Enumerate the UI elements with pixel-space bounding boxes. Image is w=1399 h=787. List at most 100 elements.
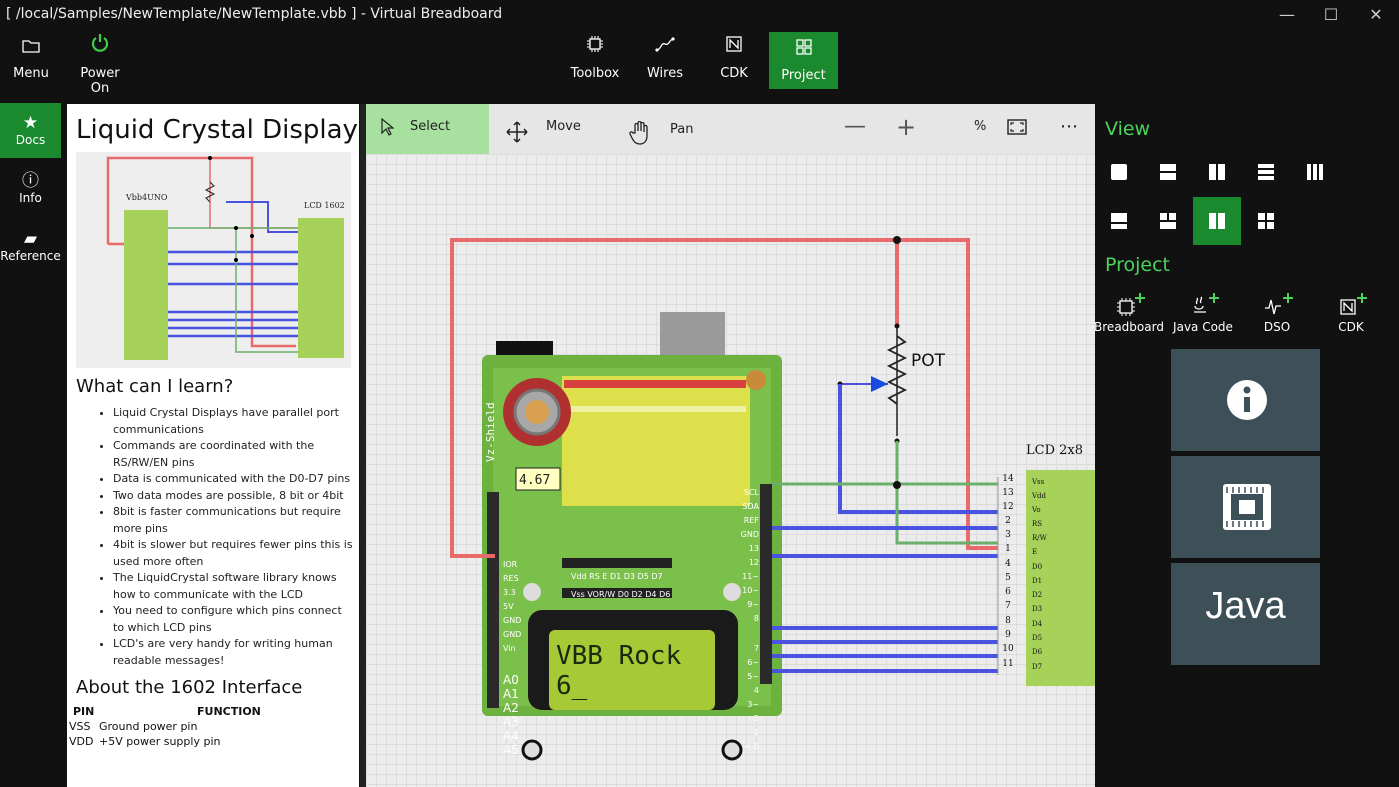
view-layout-columns[interactable]	[1291, 148, 1339, 196]
reset-button[interactable]	[746, 370, 766, 390]
lcd-pin-name: D7	[1032, 663, 1042, 671]
view-layout-horizontal[interactable]	[1144, 148, 1192, 196]
header-label: 9~	[747, 600, 759, 609]
add-cdk-button[interactable]: CDK	[1315, 292, 1387, 342]
panel-splitter[interactable]	[360, 104, 366, 787]
add-java-label: Java Code	[1173, 320, 1233, 334]
nav-info-label: Info	[19, 191, 42, 205]
lcd-pin-number: 10	[1002, 644, 1014, 654]
ellipsis-icon: ⋯	[1060, 116, 1078, 137]
menu-button[interactable]: Menu	[6, 30, 56, 90]
header-label: GND	[741, 530, 759, 539]
minimize-button[interactable]: —	[1279, 5, 1295, 24]
layout-rows-icon	[1258, 164, 1274, 180]
project-button[interactable]: Project	[769, 32, 838, 89]
header-label: Vin	[503, 644, 516, 653]
add-dso-button[interactable]: DSO	[1241, 292, 1313, 342]
view-layout-single[interactable]	[1095, 148, 1143, 196]
function-column-header: FUNCTION	[197, 705, 261, 718]
schematic-image: Vbb4UNO LCD 1602	[76, 152, 351, 368]
nav-info[interactable]: ⓘ Info	[0, 161, 61, 216]
view-layout-top-split[interactable]	[1095, 197, 1143, 245]
header-label: 4	[754, 686, 759, 695]
list-item: The LiquidCrystal software library knows…	[113, 570, 355, 603]
maximize-button[interactable]: ☐	[1323, 5, 1339, 24]
cdk-label: CDK	[720, 66, 748, 81]
schematic-board-label: Vbb4UNO	[125, 193, 168, 202]
more-options-button[interactable]: ⋯	[1060, 104, 1080, 154]
layout-horizontal-icon	[1160, 164, 1176, 180]
lcd-part-title: LCD 2x8	[1026, 443, 1083, 458]
close-button[interactable]: ✕	[1369, 5, 1383, 24]
list-item: Data is communicated with the D0-D7 pins	[113, 471, 355, 488]
lcd-pin-name: Vo	[1031, 506, 1041, 514]
power-jack	[496, 341, 553, 359]
select-label: Select	[410, 119, 451, 134]
nav-reference[interactable]: ▰ Reference	[0, 219, 61, 274]
info-tile[interactable]	[1171, 349, 1320, 451]
header-label: 7	[754, 644, 759, 653]
zoom-percent-button[interactable]: %	[974, 104, 994, 154]
pin-cell: VSS	[69, 720, 91, 733]
power-on-button[interactable]: Power On	[70, 30, 130, 96]
docs-panel: Liquid Crystal Display Vbb4UNO LCD 1602 …	[67, 104, 359, 787]
view-layout-grid[interactable]	[1242, 197, 1290, 245]
lcd-pin-name: D0	[1032, 563, 1042, 571]
header-label: RES	[503, 574, 519, 583]
header-label: SDA	[742, 502, 759, 511]
pot-value-box	[515, 467, 561, 491]
right-panel: View Project	[1093, 104, 1399, 787]
add-breadboard-icon	[1093, 292, 1165, 320]
layout-columns-icon	[1307, 164, 1323, 180]
lcd-pin-name: D4	[1032, 620, 1043, 628]
view-layout-vertical[interactable]	[1193, 148, 1241, 196]
pin-column-header: PIN	[73, 705, 95, 718]
header-label: A2	[503, 701, 519, 715]
lcd-pin-name: Vdd	[1031, 492, 1047, 500]
add-dso-label: DSO	[1263, 320, 1291, 334]
folder-icon	[6, 30, 56, 60]
move-tool[interactable]: Move	[506, 104, 586, 154]
fit-view-button[interactable]	[1007, 104, 1029, 154]
view-layout-rows[interactable]	[1242, 148, 1290, 196]
select-tool[interactable]: Select	[366, 104, 489, 154]
list-item: LCD's are very handy for writing human r…	[113, 636, 355, 669]
table-row: VDD+5V power supply pin	[69, 734, 359, 749]
breadboard-tile[interactable]	[1171, 456, 1320, 558]
circuit-canvas-area: Select Move Pan — + % ⋯	[366, 104, 1095, 787]
add-breadboard-button[interactable]: Breadboard	[1093, 292, 1165, 342]
zoom-out-button[interactable]: —	[844, 104, 868, 154]
wires-button[interactable]: Wires	[640, 30, 690, 90]
protoboard-area	[562, 376, 750, 506]
mounting-hole	[721, 739, 743, 761]
cdk-button[interactable]: CDK	[710, 30, 758, 90]
menu-label: Menu	[13, 66, 49, 81]
wires-label: Wires	[646, 66, 683, 81]
lcd-line-2: 6_	[556, 671, 588, 701]
java-tile[interactable]: Java	[1171, 563, 1320, 665]
view-layout-three[interactable]	[1144, 197, 1192, 245]
project-heading: Project	[1105, 254, 1171, 276]
view-layout-split-active[interactable]	[1193, 197, 1241, 245]
header-label: 11~	[742, 572, 759, 581]
breadboard-grid[interactable]: Vz-Shield 4.67 Vdd RS E D1 D3 D5 D7 Vss …	[366, 154, 1095, 787]
header-label: GND	[503, 616, 521, 625]
header-label: 13	[749, 544, 759, 553]
lcd-pin-number: 1	[1005, 544, 1011, 554]
toolbox-button[interactable]: Toolbox	[565, 30, 625, 90]
plus-icon: +	[896, 113, 917, 141]
lcd-pin-number: 11	[1002, 659, 1013, 669]
add-cdk-icon	[1315, 292, 1387, 320]
nav-docs-label: Docs	[15, 133, 46, 147]
pan-tool[interactable]: Pan	[629, 104, 699, 154]
right-pin-header	[760, 484, 772, 684]
lcd-screen	[549, 630, 715, 710]
nav-docs[interactable]: ★ Docs	[0, 103, 61, 158]
learn-heading: What can I learn?	[76, 376, 234, 397]
header-label: A1	[503, 687, 519, 701]
zoom-in-button[interactable]: +	[896, 104, 920, 154]
main-toolbar: Menu Power On Toolbox Wires CDK	[0, 30, 1399, 103]
add-java-code-button[interactable]: Java Code	[1167, 292, 1239, 342]
analog-header-labels: A0 A1 A2 A3 A4 A5	[503, 673, 519, 757]
